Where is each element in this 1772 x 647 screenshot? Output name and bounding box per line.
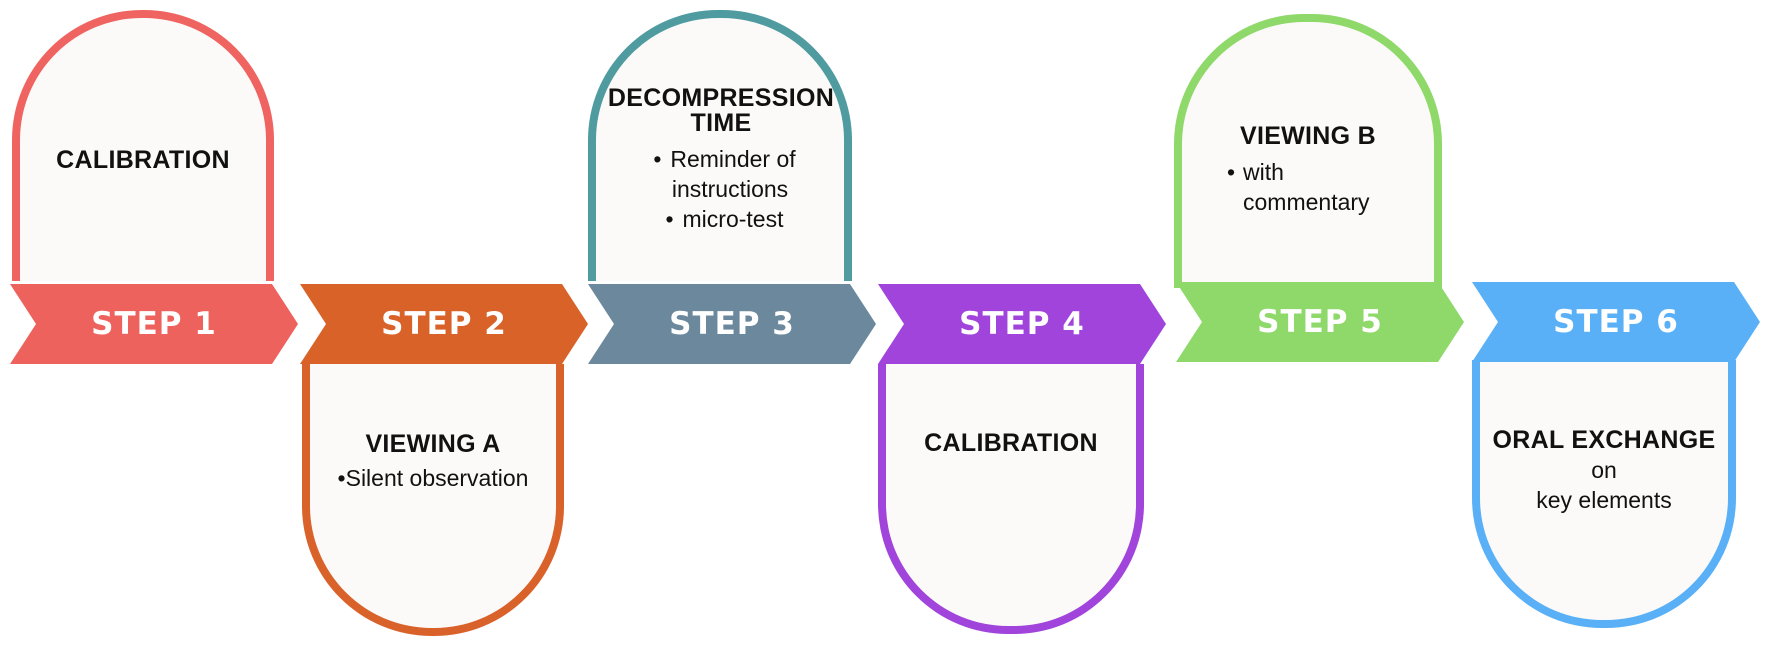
step-4-title: CALIBRATION <box>924 429 1098 457</box>
step-3-line-3: micro-test <box>682 206 784 232</box>
step-1-title: CALIBRATION <box>56 146 230 174</box>
step-6-arrow: STEP 6 <box>1472 282 1760 362</box>
step-6-card: ORAL EXCHANGE on key elements <box>1472 360 1736 628</box>
step-2-label: STEP 2 <box>381 306 507 342</box>
step-2-arrow: STEP 2 <box>300 284 588 364</box>
step-5-title: VIEWING B <box>1239 122 1377 150</box>
step-5-line-2: commentary <box>1243 189 1370 215</box>
step-1-card: CALIBRATION <box>12 10 274 281</box>
step-3-arrow: STEP 3 <box>588 284 876 364</box>
step-4-arrow: STEP 4 <box>878 284 1166 364</box>
step-3-line-2: instructions <box>671 176 789 202</box>
step-5-bullet-1: • with <box>1182 157 1434 187</box>
step-6-line-2: key elements <box>1536 487 1672 513</box>
step-6-title: ORAL EXCHANGE <box>1492 426 1716 454</box>
step-3-bullet-2: • micro-test <box>596 204 844 234</box>
step-3-title: DECOMPRESSION TIME <box>596 86 844 136</box>
step-2-title: VIEWING A <box>365 430 501 458</box>
step-1-label: STEP 1 <box>91 306 217 342</box>
step-3-bullet-1: • Reminder of <box>596 144 844 174</box>
step-3-title-text: DECOMPRESSION TIME <box>607 84 835 137</box>
step-5-card: VIEWING B • with commentary <box>1174 14 1442 288</box>
step-2-card: VIEWING A •Silent observation <box>302 364 564 636</box>
bullet-icon: • <box>665 206 674 232</box>
step-6-line-1: on <box>1591 457 1617 483</box>
step-3-line-1: Reminder of <box>670 146 796 172</box>
step-3-label: STEP 3 <box>669 306 795 342</box>
bullet-icon: • <box>1227 159 1236 185</box>
step-5-arrow: STEP 5 <box>1176 282 1464 362</box>
step-2-line-1: •Silent observation <box>337 465 529 491</box>
step-5-line-1: with <box>1243 159 1284 185</box>
step-1-arrow: STEP 1 <box>10 284 298 364</box>
step-4-card: CALIBRATION <box>878 364 1144 634</box>
step-4-label: STEP 4 <box>959 306 1085 342</box>
step-5-label: STEP 5 <box>1257 304 1383 340</box>
step-3-card: DECOMPRESSION TIME • Reminder of instruct… <box>588 10 852 281</box>
step-6-label: STEP 6 <box>1553 304 1679 340</box>
bullet-icon: • <box>653 146 662 172</box>
